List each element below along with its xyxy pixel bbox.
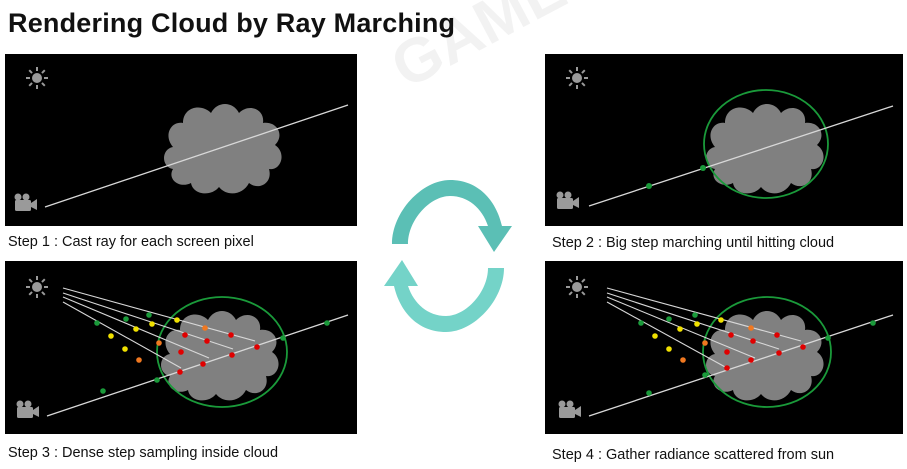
- sample-point: [666, 316, 672, 322]
- sample-point: [680, 357, 686, 363]
- sample-point: [200, 361, 206, 367]
- sample-point: [100, 388, 106, 394]
- sample-point: [94, 320, 100, 326]
- sample-point: [825, 335, 831, 341]
- step3-caption: Step 3 : Dense step sampling inside clou…: [8, 445, 279, 461]
- sample-point: [702, 340, 708, 346]
- cloud-bounding-volume: [156, 296, 288, 408]
- cloud-shape: [164, 104, 282, 194]
- view-ray: [46, 314, 349, 417]
- sample-point: [177, 369, 183, 375]
- sample-point: [724, 349, 730, 355]
- cloud-bounding-volume: [702, 296, 832, 408]
- sample-point: [154, 377, 160, 383]
- page-title: Rendering Cloud by Ray Marching: [8, 8, 456, 38]
- cloud-shape: [161, 311, 279, 401]
- sample-point: [254, 344, 260, 350]
- march-step-point: [700, 165, 706, 171]
- sample-point: [724, 365, 730, 371]
- sample-point: [280, 335, 286, 341]
- sample-point: [750, 338, 756, 344]
- sample-point: [229, 352, 235, 358]
- camera-icon: [558, 400, 581, 418]
- sample-point: [182, 332, 188, 338]
- sample-point: [146, 312, 152, 318]
- sample-point: [694, 321, 700, 327]
- sun-icon: [26, 276, 48, 298]
- sample-point: [677, 326, 683, 332]
- sample-point: [646, 390, 652, 396]
- step4-caption: Step 4 : Gather radiance scattered from …: [552, 447, 835, 463]
- step1-panel: [5, 54, 357, 226]
- camera-icon: [14, 193, 37, 211]
- step3-panel: [5, 261, 357, 434]
- sample-point: [692, 312, 698, 318]
- sample-point: [202, 325, 208, 331]
- sample-point: [748, 357, 754, 363]
- sample-points: [638, 312, 876, 396]
- step2-diagram: [556, 67, 894, 209]
- sample-point: [108, 333, 114, 339]
- sample-point: [718, 317, 724, 323]
- sample-point: [776, 350, 782, 356]
- sample-point: [156, 340, 162, 346]
- sun-icon: [26, 67, 48, 89]
- sample-point: [149, 321, 155, 327]
- sample-point: [123, 316, 129, 322]
- sample-point: [204, 338, 210, 344]
- cycle-arrows-icon: [384, 180, 512, 332]
- cloud-shape: [706, 311, 824, 401]
- sun-icon: [566, 276, 588, 298]
- sample-point: [136, 357, 142, 363]
- step4-diagram: [558, 276, 894, 418]
- camera-icon: [556, 191, 579, 209]
- sample-point: [133, 326, 139, 332]
- sample-point: [748, 325, 754, 331]
- sample-point: [638, 320, 644, 326]
- step1-caption: Step 1 : Cast ray for each screen pixel: [8, 234, 254, 250]
- camera-icon: [16, 400, 39, 418]
- sample-point: [702, 372, 708, 378]
- sample-point: [324, 320, 330, 326]
- view-ray: [588, 314, 894, 417]
- view-ray: [588, 105, 894, 207]
- sample-point: [652, 333, 658, 339]
- step1-diagram: [14, 67, 349, 211]
- cloud-bounding-volume: [703, 89, 829, 199]
- sample-point: [800, 344, 806, 350]
- step4-panel: [545, 261, 903, 434]
- sun-icon: [566, 67, 588, 89]
- march-step-point: [646, 183, 652, 189]
- view-ray: [44, 104, 349, 208]
- sample-point: [774, 332, 780, 338]
- sample-point: [174, 317, 180, 323]
- step2-caption: Step 2 : Big step marching until hitting…: [552, 235, 835, 251]
- sample-point: [122, 346, 128, 352]
- step2-panel: [545, 54, 903, 226]
- sample-point: [178, 349, 184, 355]
- sample-point: [228, 332, 234, 338]
- sample-point: [666, 346, 672, 352]
- sample-point: [870, 320, 876, 326]
- sample-point: [728, 332, 734, 338]
- sample-points: [94, 312, 330, 394]
- step3-diagram: [16, 276, 349, 418]
